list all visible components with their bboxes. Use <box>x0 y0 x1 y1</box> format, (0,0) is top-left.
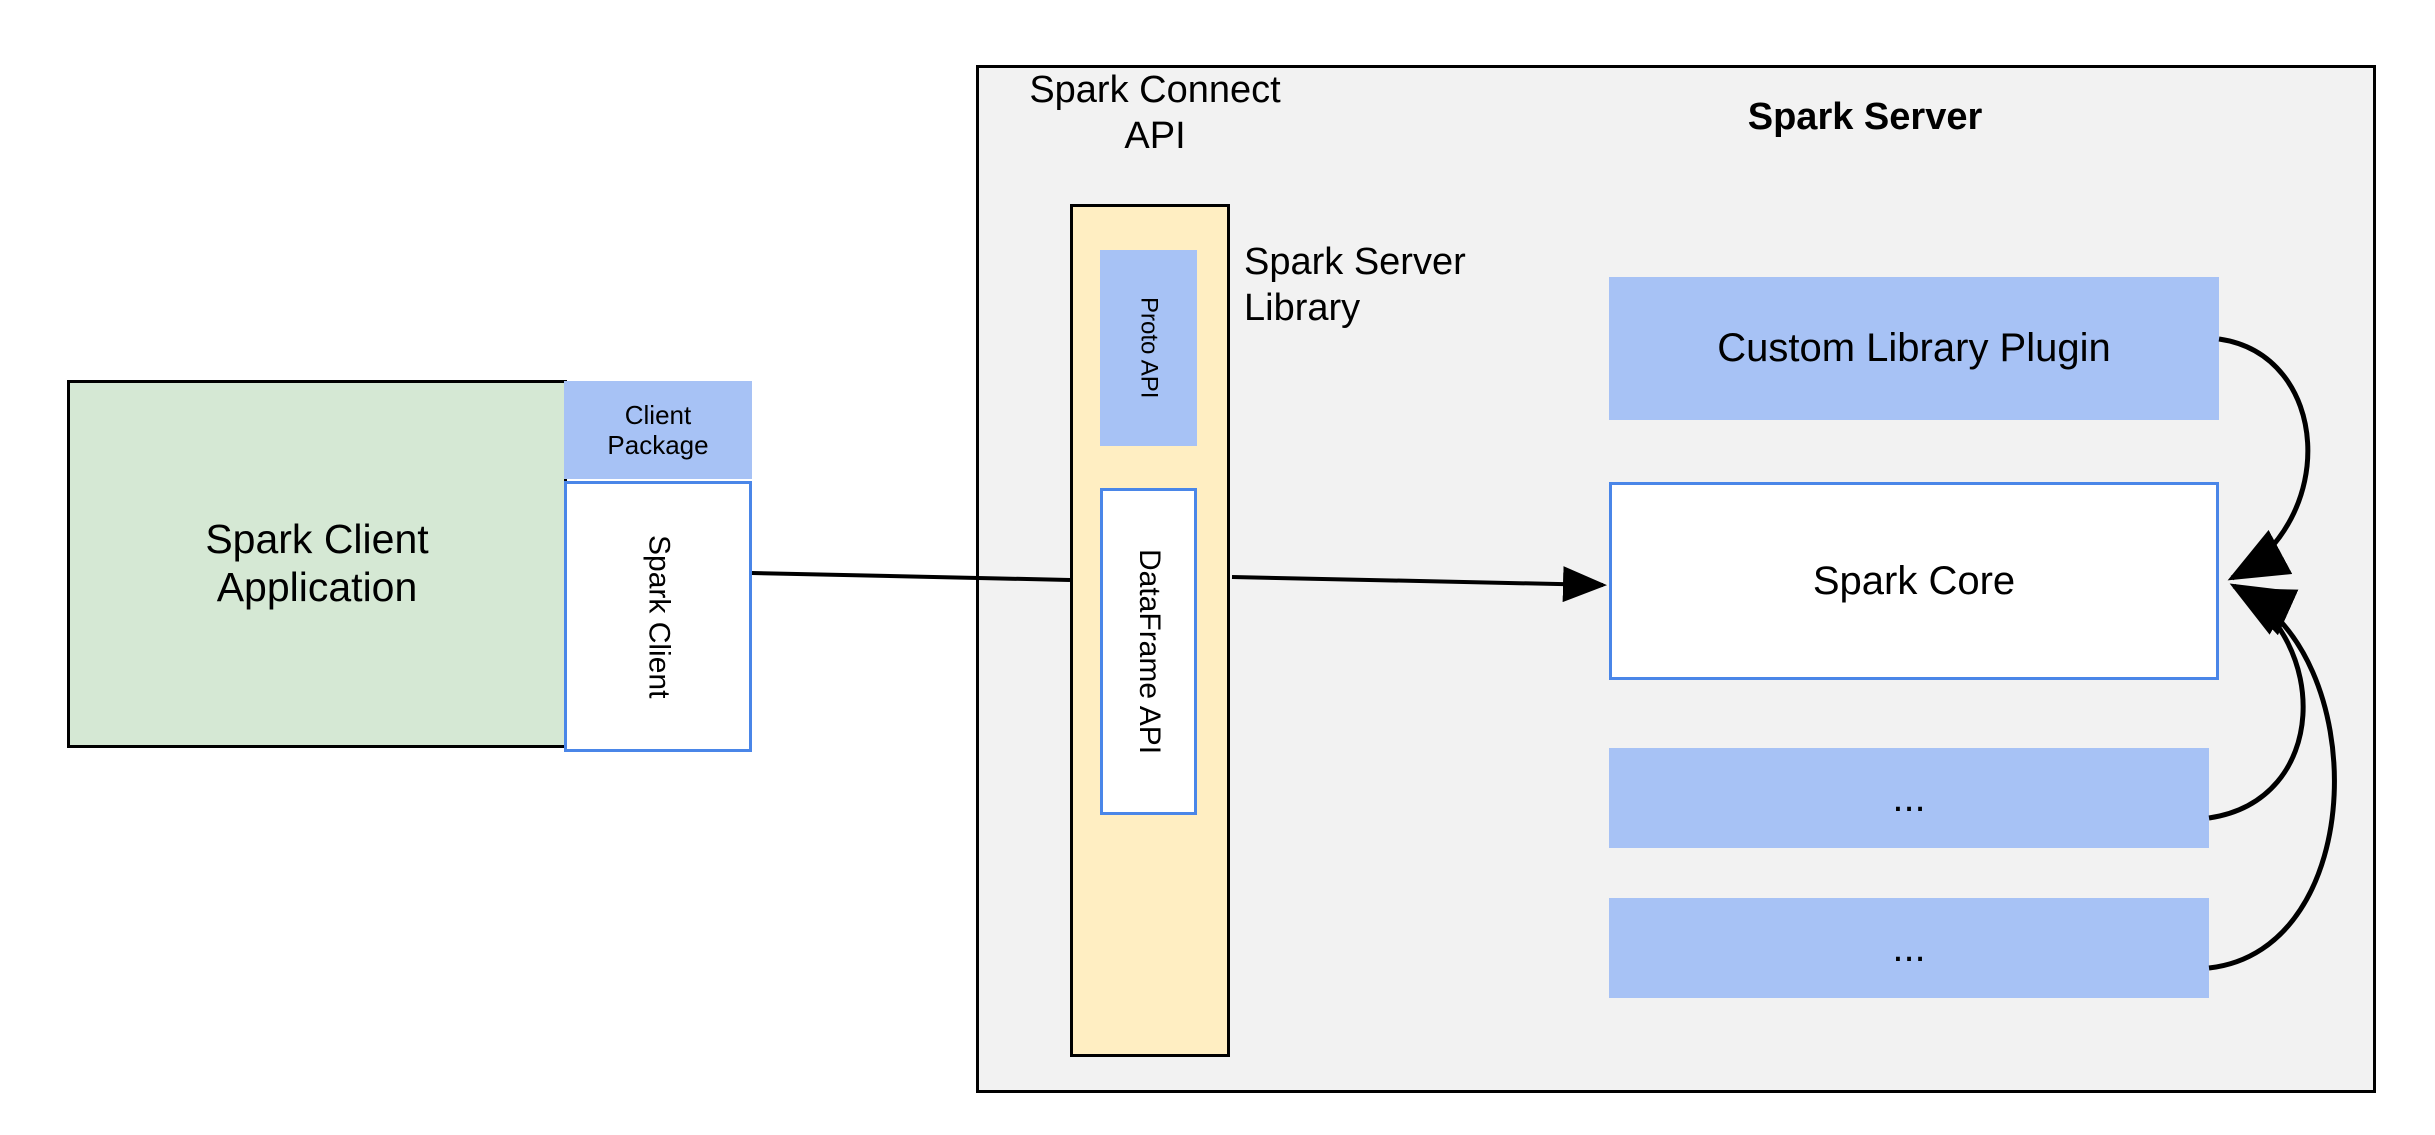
spark-server-library-label: Spark Server Library <box>1244 241 1466 329</box>
server-stack-ellipsis-box-2[interactable]: ... <box>1609 898 2209 998</box>
spark-client-application-box[interactable]: Spark Client Application <box>67 380 567 748</box>
spark-client-box[interactable]: Spark Client <box>564 481 752 752</box>
proto-api-box[interactable]: Proto API <box>1100 250 1197 446</box>
spark-connect-api-label: Spark Connect API <box>1029 69 1281 157</box>
custom-library-plugin-box[interactable]: Custom Library Plugin <box>1609 277 2219 420</box>
dataframe-api-label: DataFrame API <box>1132 548 1166 755</box>
dataframe-api-box[interactable]: DataFrame API <box>1100 488 1197 815</box>
client-package-box[interactable]: Client Package <box>564 381 752 479</box>
server-stack-ellipsis-box-1[interactable]: ... <box>1609 748 2209 848</box>
spark-client-label: Spark Client <box>642 534 676 699</box>
proto-api-label: Proto API <box>1135 297 1163 399</box>
spark-server-title: Spark Server <box>1747 96 1983 138</box>
spark-core-box[interactable]: Spark Core <box>1609 482 2219 680</box>
